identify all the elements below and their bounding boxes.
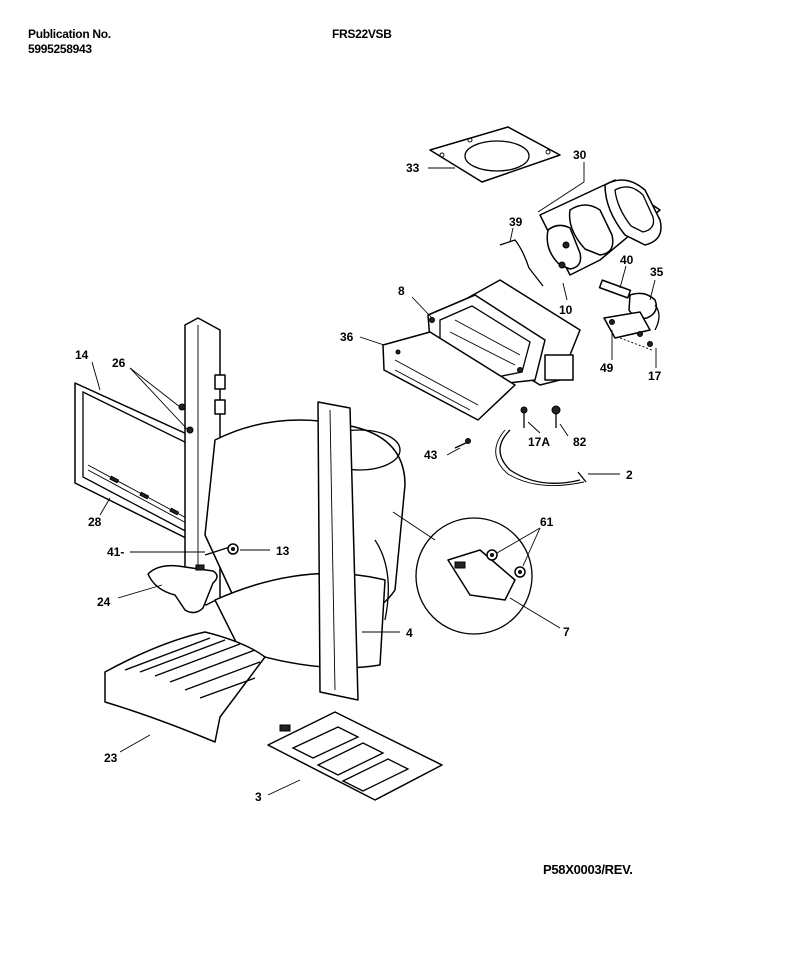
callout-43: 43: [424, 448, 438, 462]
part-30-flap-assembly: [539, 179, 662, 276]
part-4-dispenser-cabinet: [204, 401, 406, 701]
callout-23: 23: [104, 751, 118, 765]
model-number: FRS22VSB: [332, 27, 392, 41]
callout-26: 26: [112, 356, 126, 370]
screws-26: [178, 403, 194, 434]
callout-7: 7: [563, 625, 570, 639]
part-39-spring-rod: [499, 239, 544, 287]
callout-14: 14: [75, 348, 89, 362]
callout-61: 61: [540, 515, 554, 529]
callout-30: 30: [573, 148, 587, 162]
callout-41: 41-: [107, 545, 124, 559]
callout-82: 82: [573, 435, 587, 449]
callout-35: 35: [650, 265, 664, 279]
screws-17a-82-43: [454, 405, 561, 449]
callout-17a: 17A: [528, 435, 550, 449]
publication-label: Publication No.: [28, 27, 111, 41]
callout-49: 49: [600, 361, 614, 375]
part-2-wire-harness: [495, 429, 587, 487]
drawing-reference: P58X0003/REV.: [543, 862, 633, 877]
callout-33: 33: [406, 161, 420, 175]
callout-28: 28: [88, 515, 102, 529]
part-3-heater: [267, 711, 443, 801]
callout-17: 17: [648, 369, 662, 383]
callout-36: 36: [340, 330, 354, 344]
part-33-cover-plate: [429, 126, 561, 183]
callout-2: 2: [626, 468, 633, 482]
callout-24: 24: [97, 595, 111, 609]
callout-8: 8: [398, 284, 405, 298]
part-23-drip-tray: [104, 631, 266, 743]
part-36-front-plate: [382, 331, 516, 421]
leader-lines: [91, 162, 657, 796]
callout-3: 3: [255, 790, 262, 804]
part-7-switch-detail: [392, 511, 533, 635]
callout-10: 10: [559, 303, 573, 317]
part-41-13-screw-washer: [204, 543, 239, 556]
callout-39: 39: [509, 215, 523, 229]
callout-4: 4: [406, 626, 413, 640]
publication-number: 5995258943: [28, 42, 92, 56]
part-49-bracket: [603, 311, 653, 351]
part-24-actuator-arm: [147, 564, 218, 614]
callout-40: 40: [620, 253, 634, 267]
callout-labels: 33 30 39 40 35 8 10 36 49 17 14 26 17A 8…: [75, 148, 664, 804]
callout-13: 13: [276, 544, 290, 558]
